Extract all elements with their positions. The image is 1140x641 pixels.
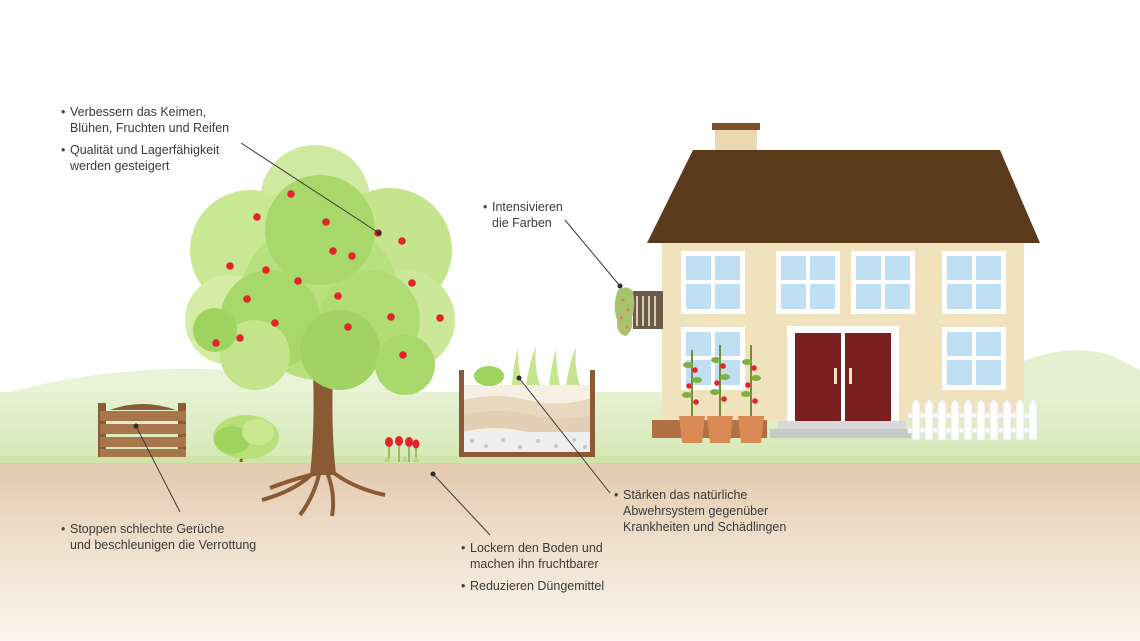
annotation-tree-b2-l1: Qualität und Lagerfähigkeit [61,142,229,158]
raised-bed-icon [459,346,595,457]
annotation-compost-l2: und beschleunigen die Verrottung [70,538,257,552]
annotation-soil-b1-l2: machen ihn fruchtbarer [470,557,599,571]
annotation-soil-b1-l1: Lockern den Boden und [461,540,604,556]
apple-tree-icon [185,145,455,517]
leader-climber [564,219,621,287]
tomato-pots-icon [679,345,764,443]
annotation-compost: Stoppen schlechte Gerüche und beschleuni… [61,521,256,553]
door-step-lower [770,429,914,438]
door-step [778,421,906,430]
balcony-rail-bars [636,296,656,326]
door-handle-left [834,368,837,384]
annotation-climber-l1: Intensivieren [483,199,563,215]
tree-foliage [185,145,455,395]
leek-plants [512,346,580,385]
annotation-soil: Lockern den Boden und machen ihn fruchtb… [461,540,604,594]
chimney-cap [712,123,760,130]
annotation-tree: Verbessern das Keimen, Blühen, Fruchten … [61,104,229,174]
door-left [795,333,841,421]
climbing-plant-flowers [619,298,630,329]
door-handle-right [849,368,852,384]
leader-raised-bed [518,377,611,494]
window-upper-3 [851,251,915,314]
grass-edge [0,456,1140,464]
annotation-raised-bed-l2: Abwehrsystem gegenüber [623,504,769,518]
window-upper-2 [776,251,840,314]
window-upper-4 [942,251,1006,314]
annotation-raised-bed-l3: Krankheiten und Schädlingen [623,520,787,534]
annotation-compost-l1: Stoppen schlechte Gerüche [61,521,256,537]
annotation-tree-b1-l2: Blühen, Fruchten und Reifen [70,121,230,135]
annotation-tree-b2-l2: werden gesteigert [70,159,170,173]
leader-compost [135,425,181,513]
annotation-tree-b1-l1: Verbessern das Keimen, [61,104,229,120]
leader-dots [133,230,623,477]
leader-tree [240,142,380,234]
tree-apples [212,190,444,359]
climbing-plant-icon [614,287,635,336]
leader-lines [135,142,621,536]
compost-bin-icon [98,403,186,457]
house [614,123,1040,438]
bush-icon [213,415,279,463]
leader-soil [432,473,491,536]
annotation-raised-bed: Stärken das natürliche Abwehrsystem gege… [614,487,786,535]
annotation-raised-bed-l1: Stärken das natürliche [614,487,786,503]
annotation-climber: Intensivieren die Farben [483,199,563,231]
window-upper-1 [681,251,745,314]
tree-roots [261,468,386,517]
tulips-icon [384,436,420,462]
fence-icon [907,398,1039,441]
annotation-climber-l2: die Farben [492,216,552,230]
door-right [845,333,891,421]
roof [647,150,1040,243]
annotation-soil-b2-l1: Reduzieren Düngemittel [461,578,604,594]
window-lower-2 [942,327,1006,390]
